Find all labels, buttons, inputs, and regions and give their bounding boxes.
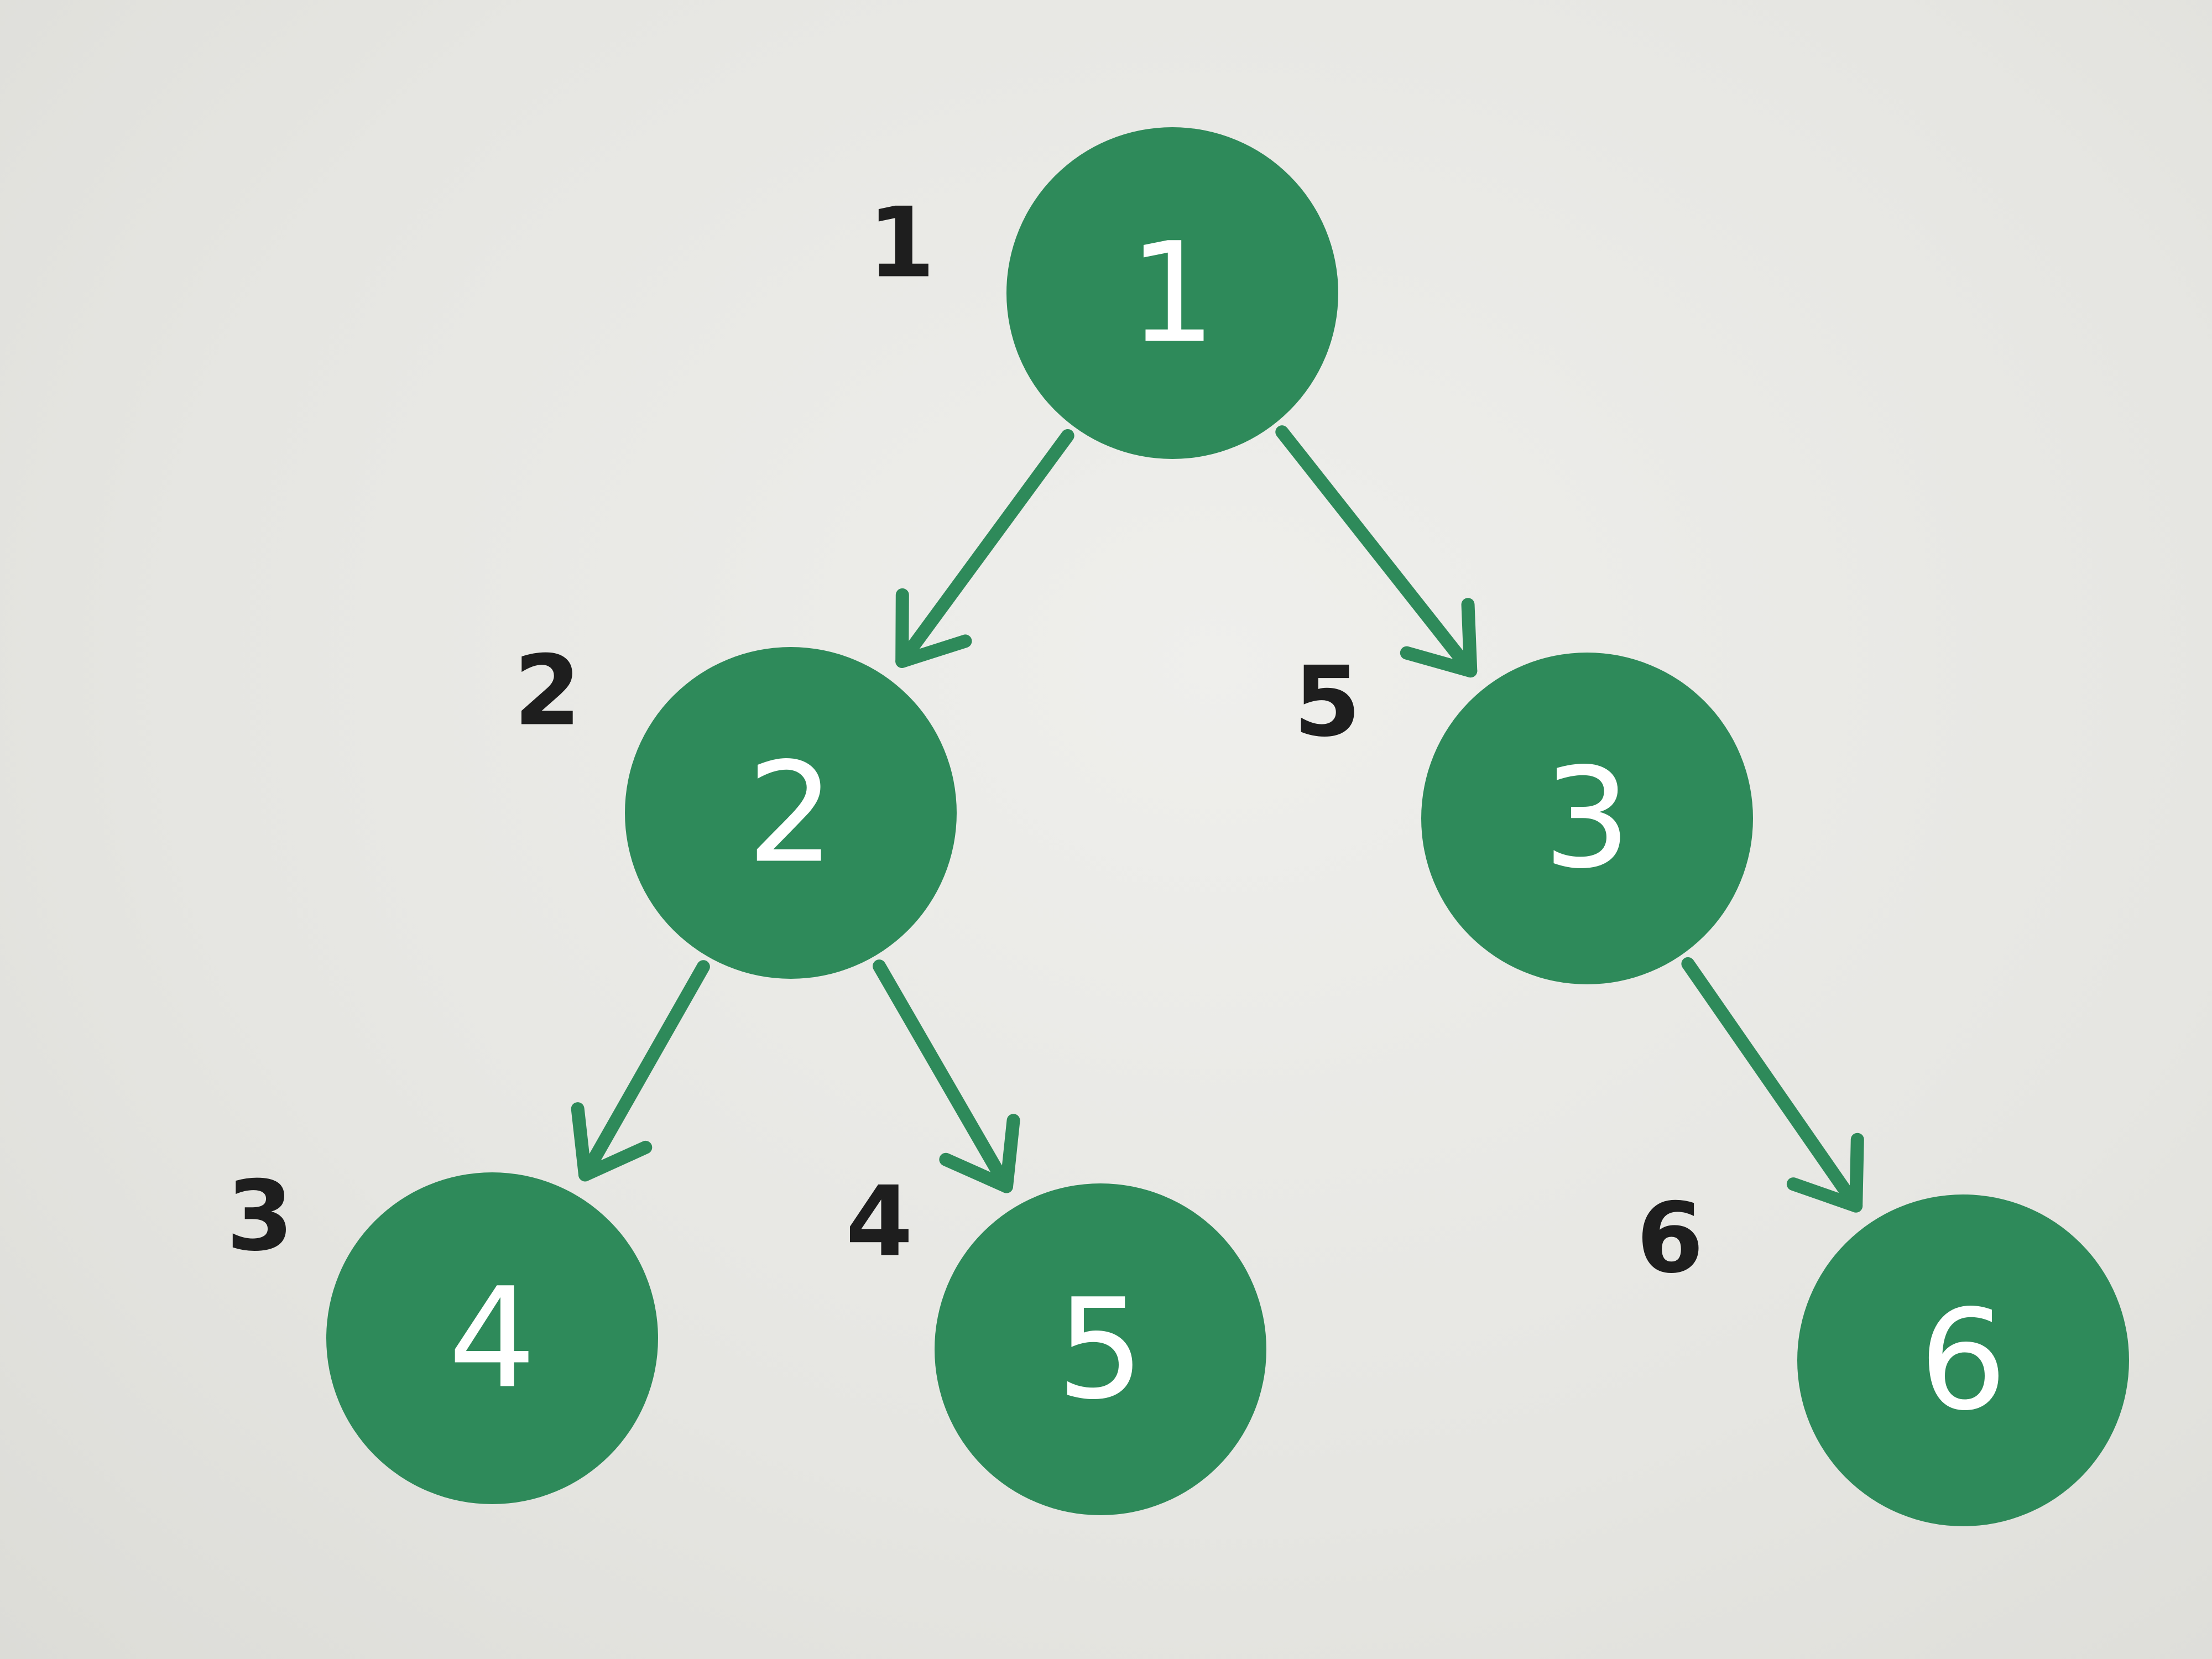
arrowhead-icon (1400, 598, 1478, 678)
node-label: 4 (448, 1258, 536, 1419)
edge-line (578, 960, 710, 1182)
node-circle (935, 1183, 1266, 1515)
tree-node-3: 35 (1293, 646, 1753, 984)
tree-node-6: 66 (1636, 1183, 2129, 1526)
node-label: 1 (1128, 213, 1216, 374)
tree-node-1: 11 (868, 127, 1338, 459)
arrowhead-icon (1786, 1133, 1864, 1213)
visit-order-label: 6 (1636, 1183, 1704, 1295)
arrowhead-icon (939, 1114, 1020, 1193)
visit-order-label: 4 (846, 1166, 913, 1279)
tree-node-5: 54 (846, 1166, 1266, 1515)
node-label: 3 (1543, 738, 1631, 899)
edge-line (1681, 957, 1863, 1213)
edge-arrow-n2-n4 (571, 960, 710, 1182)
node-circle (625, 647, 957, 979)
node-label: 2 (747, 733, 834, 894)
arrowhead-icon (571, 1102, 653, 1182)
visit-order-label: 1 (868, 187, 935, 300)
arrowhead-icon (895, 588, 972, 668)
node-label: 5 (1056, 1269, 1144, 1430)
edges-layer (571, 425, 1864, 1213)
visit-order-label: 5 (1293, 646, 1361, 759)
edge-line (1275, 425, 1478, 678)
edge-arrow-n3-n6 (1681, 957, 1864, 1213)
node-circle (1006, 127, 1338, 459)
node-circle (1797, 1194, 2129, 1526)
node-circle (326, 1172, 658, 1504)
tree-node-4: 43 (226, 1161, 658, 1504)
visit-order-label: 2 (514, 635, 581, 748)
visit-order-label: 3 (226, 1161, 294, 1273)
edge-arrow-n2-n5 (872, 959, 1020, 1193)
tree-node-2: 22 (514, 635, 957, 979)
edge-line (872, 959, 1014, 1193)
edge-arrow-n1-n3 (1275, 425, 1478, 678)
edge-line (895, 429, 1074, 668)
edge-arrow-n1-n2 (895, 429, 1074, 668)
node-label: 6 (1919, 1280, 2007, 1441)
node-circle (1421, 653, 1753, 984)
